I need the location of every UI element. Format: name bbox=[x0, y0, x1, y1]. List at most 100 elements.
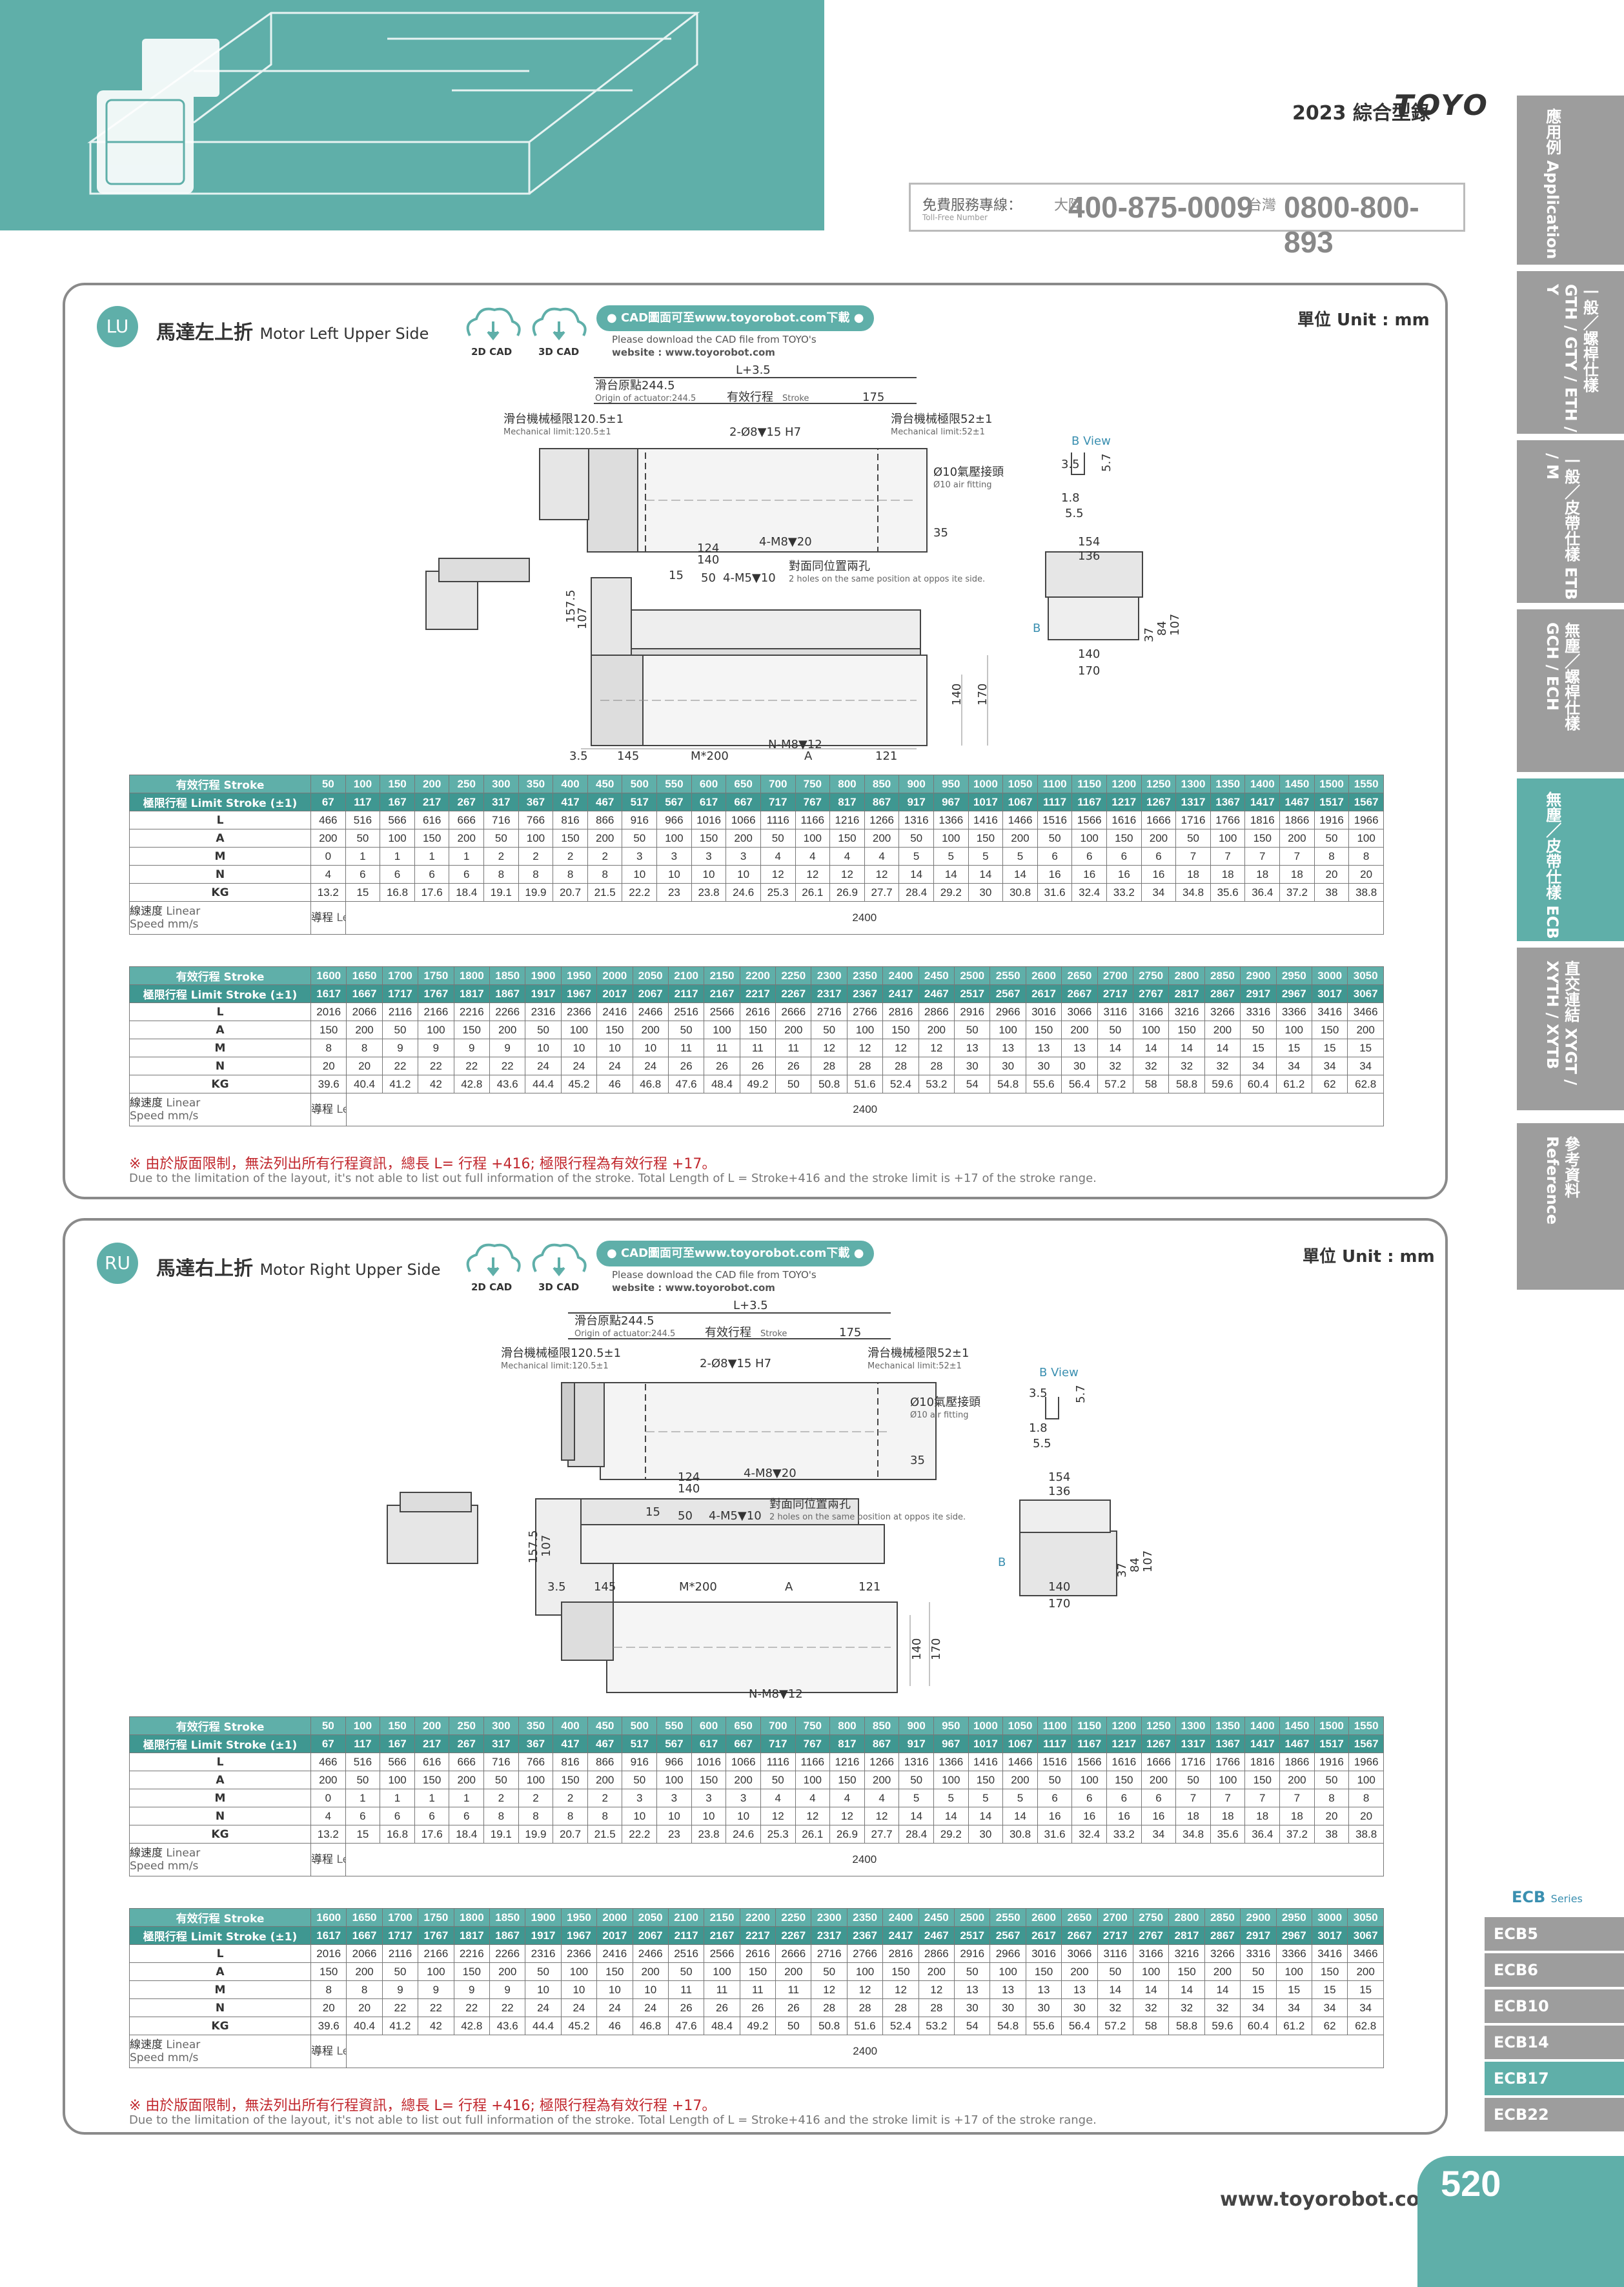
spec-cell: 3 bbox=[622, 847, 658, 866]
spec-cell: 30 bbox=[968, 883, 1004, 902]
spec-cell: 30 bbox=[990, 1998, 1026, 2017]
spec-cell: 400 bbox=[553, 775, 588, 793]
spec-cell: 1816 bbox=[1244, 811, 1281, 829]
spec-cell: 50 bbox=[345, 829, 381, 848]
ru-cad-note-2: website : www.toyorobot.com bbox=[612, 1282, 775, 1294]
spec-cell: 100 bbox=[1132, 1962, 1170, 1981]
spec-cell: 30 bbox=[1025, 1998, 1062, 2017]
lu-unit-label: 單位 Unit : mm bbox=[1297, 310, 1430, 330]
ru-3d-cad-label: 3D CAD bbox=[538, 1281, 580, 1293]
series-item-ecb14[interactable]: ECB14 bbox=[1485, 2026, 1624, 2059]
spec-cell: 10 bbox=[560, 1980, 598, 1999]
spec-cell: 2867 bbox=[1204, 984, 1241, 1003]
side-tab-general-belt[interactable]: 一般／皮帶仕樣 ETB / M bbox=[1517, 440, 1624, 603]
spec-cell: 2667 bbox=[1061, 984, 1098, 1003]
dim-a: A bbox=[804, 749, 813, 763]
spec-cell: 1916 bbox=[1314, 1753, 1350, 1771]
spec-cell: 30.8 bbox=[1002, 1825, 1038, 1844]
spec-cell: 13 bbox=[1025, 1039, 1062, 1057]
cad-icons-lu[interactable] bbox=[463, 303, 590, 358]
side-tab-clean-screw[interactable]: 無塵／螺桿仕樣 GCH / ECH bbox=[1517, 609, 1624, 772]
side-tab-reference[interactable]: 參考資料 Reference bbox=[1517, 1123, 1624, 1290]
dim-107: 107 bbox=[576, 607, 589, 629]
side-tab-application[interactable]: 應用例 Application bbox=[1517, 96, 1624, 265]
spec-cell: 3466 bbox=[1347, 1944, 1384, 1963]
spec-cell: 12 bbox=[864, 865, 900, 884]
spec-cell: 200 bbox=[587, 1771, 623, 1789]
spec-cell: 150 bbox=[829, 829, 865, 848]
cad-icons-ru[interactable] bbox=[463, 1239, 590, 1294]
dim-3-5: 3.5 bbox=[569, 749, 588, 763]
spec-cell: 1500 bbox=[1314, 775, 1350, 793]
spec-cell: 1416 bbox=[968, 1753, 1004, 1771]
spec-cell: 766 bbox=[518, 811, 554, 829]
series-item-ecb5[interactable]: ECB5 bbox=[1485, 1917, 1624, 1951]
dim-holes: 對面同位置兩孔 bbox=[789, 560, 870, 573]
toll-free-box: 免費服務專線： Toll-Free Number 大陸 400-875-0009… bbox=[909, 183, 1465, 259]
spec-cell: 3 bbox=[691, 847, 727, 866]
side-tab-label: 一般／皮帶仕樣 ETB / M bbox=[1543, 453, 1580, 600]
spec-cell: 23.8 bbox=[691, 883, 727, 902]
side-tab-clean-belt[interactable]: 無塵／皮帶仕樣 ECB bbox=[1517, 778, 1624, 941]
ru-cad-note-1: Please download the CAD file from TOYO's bbox=[612, 1269, 817, 1281]
spec-cell: 1800 bbox=[453, 966, 490, 985]
spec-cell: 14 bbox=[1132, 1039, 1170, 1057]
side-tab-label: 直交連結 XYGT / XYTH / XYTB bbox=[1543, 961, 1580, 1086]
series-item-ecb22[interactable]: ECB22 bbox=[1485, 2098, 1624, 2131]
side-tab-general-screw[interactable]: 一般／螺桿仕樣 GTH / GTY / ETH / Y bbox=[1517, 271, 1624, 434]
spec-cell: 50 bbox=[345, 1771, 381, 1789]
series-item-ecb17[interactable]: ECB17 bbox=[1485, 2062, 1624, 2095]
spec-cell: 34 bbox=[1141, 883, 1177, 902]
spec-cell: 6 bbox=[1106, 1789, 1142, 1807]
spec-cell: 8 bbox=[483, 865, 519, 884]
spec-cell: 966 bbox=[656, 811, 692, 829]
spec-cell: 1866 bbox=[1279, 1753, 1315, 1771]
spec-cell: 2400 bbox=[882, 1908, 919, 1927]
spec-cell: 200 bbox=[1204, 1962, 1241, 1981]
spec-cell: 51.6 bbox=[846, 1075, 884, 1093]
spec-cell: 53.2 bbox=[918, 1075, 955, 1093]
spec-cell: 2617 bbox=[1025, 984, 1062, 1003]
spec-cell: 50 bbox=[760, 1771, 796, 1789]
spec-cell: 2250 bbox=[775, 966, 812, 985]
speed-label-cn: 線速度 bbox=[130, 1847, 163, 1860]
catalog-year-title: 2023 綜合型錄 bbox=[1292, 102, 1430, 125]
spec-cell: 1016 bbox=[691, 1753, 727, 1771]
side-tab-xy-combination[interactable]: 直交連結 XYGT / XYTH / XYTB bbox=[1517, 948, 1624, 1110]
spec-cell: 100 bbox=[846, 1021, 884, 1039]
dim-mech-right: 滑台機械極限52±1 bbox=[868, 1347, 969, 1360]
spec-cell: 100 bbox=[345, 1716, 381, 1735]
dim-15: 15 bbox=[669, 569, 684, 582]
spec-row-header: KG bbox=[129, 883, 311, 902]
bv-5-7: 5.7 bbox=[1100, 453, 1113, 472]
spec-cell: 28 bbox=[811, 1057, 848, 1075]
spec-cell: 58.8 bbox=[1168, 2017, 1205, 2035]
spec-cell: 2916 bbox=[954, 1002, 991, 1021]
b-marker: B bbox=[1033, 622, 1040, 635]
china-number[interactable]: 400-875-0009 bbox=[1068, 190, 1254, 224]
spec-cell: 2700 bbox=[1097, 966, 1133, 985]
spec-cell: 34 bbox=[1347, 1998, 1384, 2017]
spec-row-header: KG bbox=[129, 2017, 311, 2035]
spec-cell: 20.7 bbox=[553, 1825, 588, 1844]
spec-cell: 1 bbox=[380, 847, 415, 866]
ru-cad-download-pill[interactable]: ● CAD圖面可至www.toyorobot.com下載 ● bbox=[596, 1241, 875, 1266]
spec-cell: 40.4 bbox=[346, 2017, 383, 2035]
spec-cell: 1250 bbox=[1141, 775, 1177, 793]
spec-cell: 14 bbox=[933, 1807, 969, 1825]
spec-cell: 32 bbox=[1204, 1998, 1241, 2017]
spec-cell: 9 bbox=[381, 1980, 419, 1999]
spec-cell: 1916 bbox=[1314, 811, 1350, 829]
taiwan-number[interactable]: 0800-800-893 bbox=[1284, 190, 1419, 259]
spec-cell: 2000 bbox=[596, 966, 633, 985]
spec-cell: 22.2 bbox=[622, 1825, 658, 1844]
spec-cell: 466 bbox=[310, 811, 346, 829]
lu-cad-download-pill[interactable]: ● CAD圖面可至www.toyorobot.com下載 ● bbox=[596, 305, 875, 331]
series-item-ecb10[interactable]: ECB10 bbox=[1485, 1989, 1624, 2023]
spec-cell: 3 bbox=[726, 847, 761, 866]
footer-url[interactable]: www.toyorobot.com bbox=[1220, 2188, 1440, 2211]
spec-cell: 2817 bbox=[1168, 1926, 1205, 1945]
spec-cell: 717 bbox=[760, 1734, 796, 1753]
series-item-ecb6[interactable]: ECB6 bbox=[1485, 1953, 1624, 1987]
